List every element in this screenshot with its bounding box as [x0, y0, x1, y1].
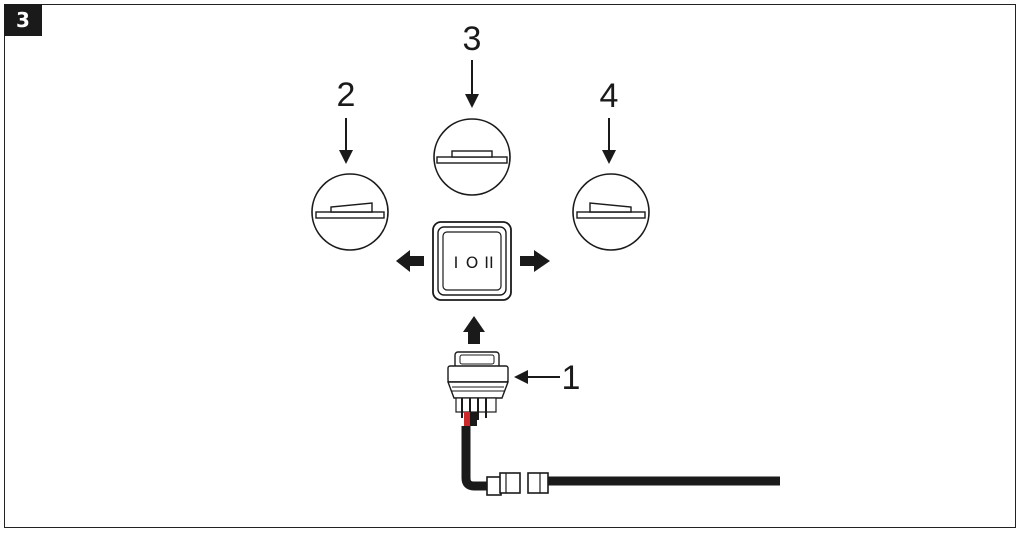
- switch-symbol-on: I: [454, 253, 459, 272]
- switch-face: I O II: [432, 221, 512, 301]
- rocker-switch-body: [446, 351, 510, 426]
- arrow-up-icon: [463, 316, 485, 344]
- callout-4-arrow: [602, 118, 616, 164]
- callout-4-label: 4: [600, 77, 619, 115]
- callout-2-arrow: [339, 118, 353, 164]
- position-neutral-circle: [433, 118, 511, 196]
- switch-symbol-off: O: [466, 253, 479, 272]
- figure-number-badge: 3: [4, 4, 42, 36]
- position-left-circle: [311, 173, 389, 251]
- callout-2-label: 2: [337, 76, 356, 114]
- cable: [461, 426, 780, 491]
- red-wire: [464, 412, 470, 426]
- arrow-right-icon: [520, 250, 550, 272]
- callout-3-arrow: [465, 60, 479, 108]
- callout-1-label: 1: [562, 359, 581, 397]
- cable-connector: [486, 472, 549, 496]
- callout-1-arrow: [514, 370, 560, 384]
- callout-3-label: 3: [463, 20, 482, 58]
- switch-symbol-on-2: II: [484, 253, 493, 272]
- figure-frame: [4, 4, 1016, 528]
- position-right-circle: [572, 173, 650, 251]
- arrow-left-icon: [396, 250, 424, 272]
